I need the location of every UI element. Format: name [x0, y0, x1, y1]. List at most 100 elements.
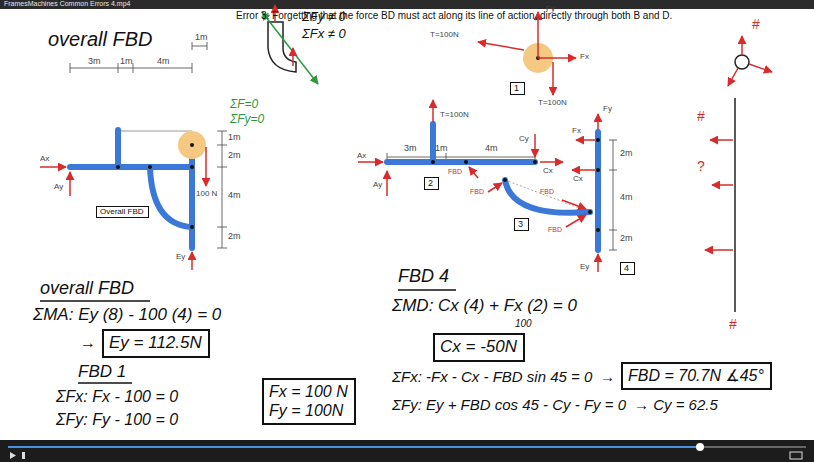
dimension-line — [613, 140, 614, 250]
member-fbd — [464, 160, 468, 164]
box-text: Cx = -50N — [440, 337, 518, 357]
member-fbd — [562, 200, 586, 209]
dimension-line — [70, 63, 71, 73]
video-control-bar — [8, 446, 700, 448]
diagram-label: FBD — [548, 226, 562, 234]
member-fbd — [595, 132, 601, 250]
dimension-line — [609, 170, 617, 171]
video-title: Error 3: Forgetting that the force BD mu… — [236, 10, 672, 22]
handwritten-note: ΣFy=0 — [230, 113, 264, 127]
pulley-fbd — [478, 12, 576, 95]
video-control-bar — [0, 440, 814, 462]
member-fbd — [358, 100, 600, 272]
member-fbd — [576, 139, 595, 141]
force-arrow — [69, 172, 71, 196]
overall-frame — [148, 165, 152, 169]
video-filename: FramesMachines Common Errors 4.mp4 — [4, 0, 130, 8]
diagram-label: Ay — [373, 180, 382, 189]
video-control-bar — [696, 443, 704, 451]
video-top-bar — [0, 0, 814, 9]
sketch-member — [268, 22, 296, 72]
handwritten-note: # — [697, 108, 705, 124]
diagram-label: Ax — [40, 154, 49, 163]
handwritten-note: # — [729, 316, 737, 332]
overall-frame — [116, 165, 120, 169]
dimension-line — [609, 230, 617, 231]
diagram-label: 1m — [435, 143, 448, 153]
handwritten-note: ΣFx: -Fx - Cx - FBD sin 45 = 0 — [392, 368, 592, 385]
overall-frame — [118, 131, 192, 132]
handwritten-note: FBD 1 — [78, 362, 126, 382]
box-text: Fy = 100N — [269, 401, 349, 420]
margin-sketch — [735, 55, 749, 69]
dimension-line — [217, 248, 227, 249]
diagram-label: 2m — [620, 233, 633, 243]
member-fbd — [533, 160, 537, 164]
dimension-line — [222, 131, 223, 248]
member-fbd — [387, 159, 535, 165]
box-text: Ey = 112.5N — [109, 333, 203, 353]
diagram-label: 3m — [404, 143, 417, 153]
sketch-member — [292, 48, 294, 66]
diagram-label: FBD — [470, 188, 484, 196]
member-fbd — [488, 183, 502, 192]
handwritten-note: ΣMA: Ey (8) - 100 (4) = 0 — [33, 305, 221, 325]
handwritten-note: ΣFx ≠ 0 — [302, 27, 346, 42]
handwritten-note: overall FBD — [40, 278, 134, 299]
diagram-label: 4m — [157, 56, 170, 66]
overall-frame — [70, 164, 192, 170]
box-text: 3 — [518, 219, 525, 230]
member-fbd — [572, 169, 595, 171]
overall-frame — [115, 130, 121, 167]
member-fbd — [469, 167, 478, 178]
overall-frame — [178, 131, 206, 159]
member-fbd — [597, 254, 599, 272]
callout-box: 3 — [514, 218, 529, 231]
diagram-label: Cx — [573, 174, 583, 183]
diagram-label: Fy — [603, 104, 612, 113]
member-fbd — [503, 178, 507, 182]
member-fbd — [597, 114, 599, 130]
diagram-label: Ey — [176, 252, 185, 261]
diagram-label: T=100N — [430, 30, 459, 39]
force-arrow — [191, 252, 193, 270]
diagram-label: 1m — [195, 32, 208, 42]
diagram-label: T=100N — [440, 110, 469, 119]
force-arrow — [40, 166, 66, 168]
video-control-bar — [22, 452, 25, 459]
dimension-line — [217, 131, 227, 132]
handwritten-note: overall FBD — [48, 28, 152, 51]
overall-frame — [70, 130, 206, 248]
diagram-label: 1m — [228, 132, 241, 142]
diagram-label: Cx — [543, 166, 553, 175]
diagram-label: Fx — [572, 126, 581, 135]
box-text: 4 — [624, 263, 631, 274]
overall-frame — [189, 145, 195, 248]
box-text: 2 — [428, 178, 435, 189]
diagram-label: Ax — [357, 151, 366, 160]
overall-frame — [190, 225, 194, 229]
diagram-label: Fy — [546, 4, 555, 13]
video-control-bar — [10, 452, 16, 459]
handwritten-note: # — [752, 16, 760, 32]
diagram-label: FBD — [540, 188, 554, 196]
handwritten-note: FBD 4 — [398, 266, 449, 287]
dimension-line — [387, 157, 535, 158]
dimension-line — [609, 140, 617, 141]
margin-sketch — [705, 36, 772, 312]
margin-sketch — [749, 64, 772, 72]
dimension-line — [118, 63, 119, 73]
member-fbd — [358, 100, 598, 272]
dimension-line — [192, 42, 193, 50]
diagram-label: 4m — [485, 143, 498, 153]
force-arrow — [40, 147, 206, 270]
diagram-label: T=100N — [538, 98, 567, 107]
dimension-line — [217, 167, 227, 168]
diagram-label: 100 N — [196, 189, 217, 198]
pulley-fbd — [552, 62, 554, 95]
handwritten-note: ΣFx: Fx - 100 = 0 — [56, 388, 178, 406]
diagram-label: 2m — [620, 148, 633, 158]
dimension-line — [207, 42, 208, 50]
diagram-label: Ey — [580, 262, 589, 271]
dimension-line — [133, 63, 134, 73]
